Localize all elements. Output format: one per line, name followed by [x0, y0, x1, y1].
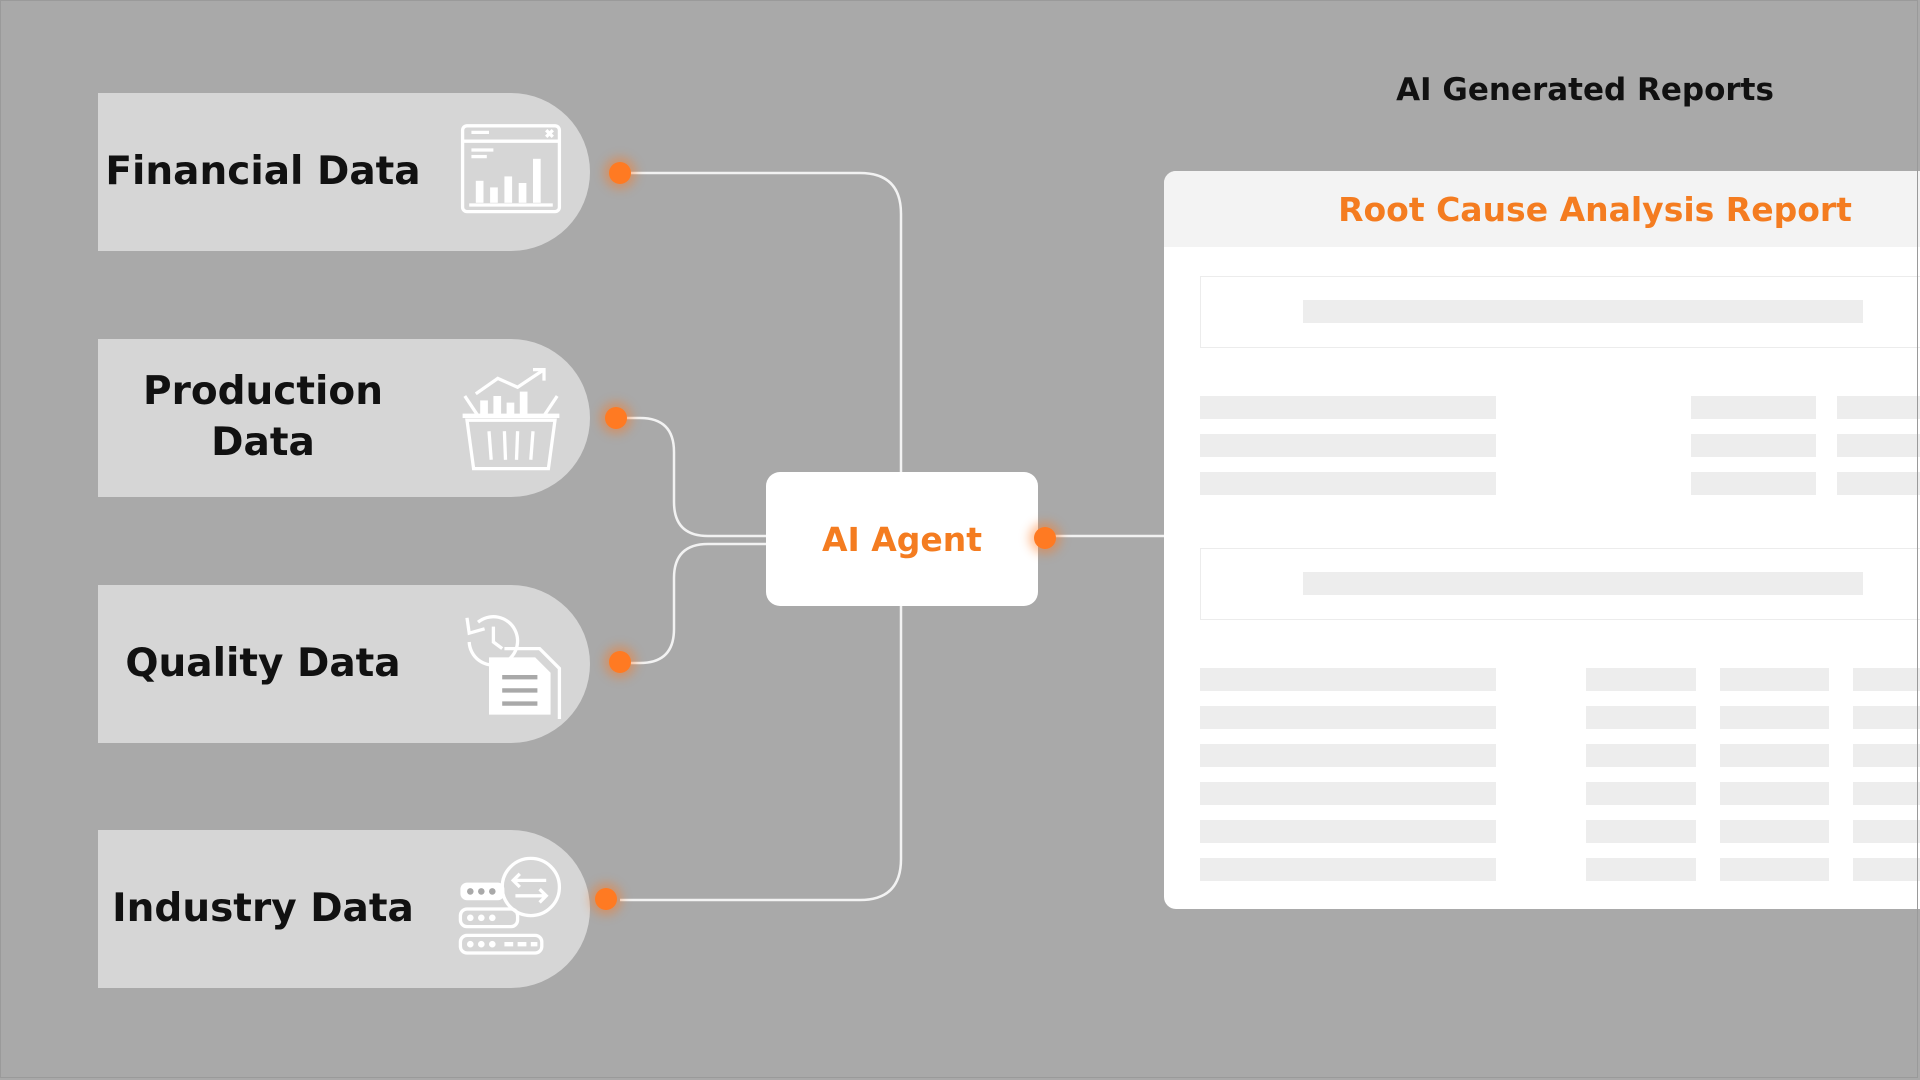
report-placeholder-bar: [1853, 706, 1920, 729]
report-placeholder-bar: [1720, 858, 1829, 881]
report-placeholder-bar: [1837, 396, 1920, 419]
report-header: Root Cause Analysis Report: [1164, 171, 1920, 247]
connector-dot-production: [605, 407, 627, 429]
report-placeholder-bar: [1200, 396, 1496, 419]
source-label: Industry Data: [112, 885, 414, 931]
connector-quality: [620, 542, 766, 665]
report-placeholder-bar: [1691, 472, 1816, 495]
report-placeholder-bar: [1720, 820, 1829, 843]
report-placeholder-bar: [1200, 706, 1496, 729]
report-placeholder-bar: [1691, 396, 1816, 419]
source-production-data: Production Data: [98, 339, 590, 497]
source-industry-data: Industry Data: [98, 830, 590, 988]
source-quality-data: Quality Data: [98, 585, 590, 743]
connector-dot-quality: [609, 651, 631, 673]
report-placeholder-bar: [1303, 300, 1863, 323]
connector-dot-agent: [1034, 527, 1056, 549]
report-placeholder-bar: [1691, 434, 1816, 457]
financial-chart-icon: [460, 124, 562, 214]
report-placeholder-bar: [1586, 858, 1696, 881]
report-placeholder-bar: [1586, 782, 1696, 805]
document-history-icon: [465, 615, 562, 719]
report-placeholder-bar: [1586, 668, 1696, 691]
source-label: Financial Data: [105, 148, 421, 194]
report-placeholder-bar: [1200, 472, 1496, 495]
server-exchange-icon: [458, 856, 562, 955]
source-financial-data: Financial Data: [98, 93, 590, 251]
report-placeholder-bar: [1720, 706, 1829, 729]
report-placeholder-bar: [1853, 668, 1920, 691]
report-placeholder-bar: [1200, 668, 1496, 691]
report-placeholder-bar: [1720, 782, 1829, 805]
report-placeholder-bar: [1200, 858, 1496, 881]
basket-chart-icon: [462, 367, 560, 471]
report-placeholder-bar: [1586, 820, 1696, 843]
reports-title: AI Generated Reports: [1396, 72, 1774, 108]
report-placeholder-bar: [1853, 858, 1920, 881]
report-placeholder-bar: [1837, 472, 1920, 495]
connector-industry: [620, 606, 903, 902]
report-placeholder-bar: [1720, 744, 1829, 767]
connector-dot-financial: [609, 162, 631, 184]
connector-dot-industry: [595, 888, 617, 910]
report-placeholder-bar: [1853, 820, 1920, 843]
report-placeholder-bar: [1837, 434, 1920, 457]
source-label: Quality Data: [125, 640, 401, 686]
report-placeholder-bar: [1853, 744, 1920, 767]
report-placeholder-bar: [1586, 744, 1696, 767]
report-placeholder-bar: [1200, 782, 1496, 805]
report-card: Root Cause Analysis Report: [1164, 171, 1920, 909]
source-label: Production Data: [143, 369, 383, 465]
report-placeholder-bar: [1720, 668, 1829, 691]
report-title: Root Cause Analysis Report: [1338, 189, 1852, 229]
report-placeholder-bar: [1586, 706, 1696, 729]
report-placeholder-bar: [1303, 572, 1863, 595]
ai-agent-label: AI Agent: [821, 519, 983, 559]
ai-agent-node: AI Agent: [766, 472, 1038, 606]
report-placeholder-bar: [1200, 434, 1496, 457]
report-placeholder-bar: [1853, 782, 1920, 805]
report-placeholder-bar: [1200, 744, 1496, 767]
report-placeholder-bar: [1200, 820, 1496, 843]
connector-production: [620, 416, 766, 538]
connector-financial: [620, 171, 903, 472]
